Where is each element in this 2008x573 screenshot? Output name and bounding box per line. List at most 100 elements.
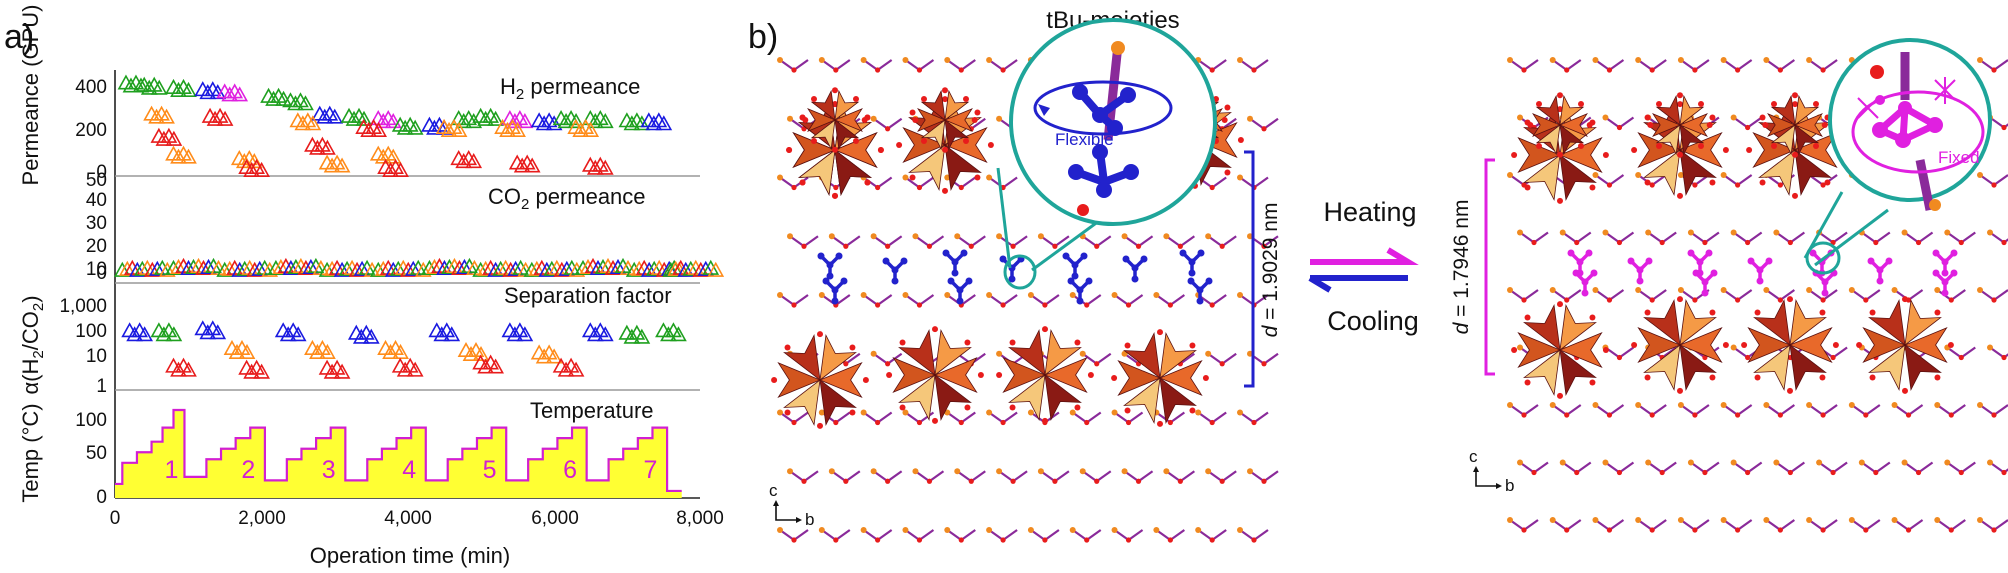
oxygen-atom [1873,469,1879,476]
linker-bond [1169,411,1186,424]
carbon-atom [860,409,867,416]
h2-point [384,148,402,164]
oxygen-atom [1511,347,1518,353]
linker-bond [1907,289,1924,301]
oxygen-atom [1616,354,1623,361]
h2-point [477,110,494,126]
linker-bond [793,529,809,541]
zr-cluster-face [1158,359,1203,397]
oxygen-atom [1787,296,1793,303]
linker-bond [1211,411,1227,424]
oxygen-atom [1125,537,1132,543]
linker-bond [1736,404,1753,416]
linker-bond [928,470,945,483]
zr-cluster-face [1523,154,1561,201]
oxygen-atom [1521,297,1527,303]
oxygen-atom [1777,182,1783,188]
h2-point [199,84,217,100]
linker-bond [1694,519,1710,531]
linker-bond [1169,529,1186,541]
oxygen-atom [1557,106,1563,113]
tbu-atom [891,277,899,285]
tbu-atom [951,269,959,277]
oxygen-atom [1692,182,1698,188]
oxygen-atom [916,537,923,543]
separation-factor-title: Separation factor [504,283,672,308]
oxygen-atom [1042,326,1048,333]
co2-point [436,259,453,275]
svg-text:50: 50 [86,170,107,191]
oxygen-atom [832,101,838,108]
linker-bond [1179,235,1196,248]
h2-point [557,113,575,129]
linker-bond [1002,411,1018,424]
h2-point [323,157,341,173]
oxygen-atom [1659,469,1665,476]
oxygen-atom [1000,67,1006,73]
h2-point [170,81,187,97]
linker-bond [1169,294,1186,306]
oxygen-atom [801,243,807,249]
carbon-atom [1977,57,1983,63]
carbon-atom [1111,527,1118,533]
oxygen-atom [1820,297,1826,303]
carbon-atom [1069,292,1076,298]
tbu-atom [1747,257,1755,265]
linker-bond [803,235,819,248]
h2-point [586,113,604,129]
oxygen-atom [932,417,938,424]
zr-cluster-face [1679,299,1717,346]
co2-point [113,261,131,277]
carbon-atom [912,468,919,475]
linker-bond [1822,519,1838,531]
zr-cluster-face [1758,149,1796,196]
oxygen-atom [1948,412,1954,418]
carbon-atom [1730,114,1737,121]
cycle-label: 2 [241,456,255,484]
h2-point [316,108,334,124]
linker-bond [1566,404,1582,416]
h2-point [243,161,260,177]
carbon-atom [1602,459,1609,466]
oxygen-atom [1557,92,1563,99]
h2-point [406,119,424,135]
h2-point [148,108,165,124]
oxygen-atom [964,404,971,411]
linker-bond [1054,470,1070,483]
linker-bond [1950,519,1966,531]
linker-bond [803,470,819,483]
co2-point [143,261,161,277]
separation-point [557,361,575,377]
tbu-atom [1131,275,1139,283]
svg-text:0: 0 [96,263,107,284]
oxygen-atom [1820,527,1826,533]
linker-bond [1044,294,1060,306]
oxygen-atom [899,339,906,346]
oxygen-atom [916,419,923,426]
carbon-atom [1763,517,1770,523]
co2-point [302,258,320,274]
oxygen-atom [932,326,938,333]
tbu-atom [1932,269,1940,277]
oxygen-atom [977,372,984,378]
co2-point [282,259,300,275]
zr-cluster-face [1868,299,1906,346]
oxygen-atom [833,184,839,191]
oxygen-atom [1251,537,1257,543]
tbu-atom [1196,286,1204,294]
linker-bond [1875,231,1891,244]
linker-bond [1221,235,1237,248]
separation-point [487,358,504,374]
oxygen-atom [791,302,797,308]
oxygen-atom [1709,309,1716,316]
zr-cluster-face [934,329,972,376]
d-spacing-bracket-left: d = 1.9029 nm [1244,150,1282,388]
oxygen-atom [958,419,964,426]
zr-cluster-face [1904,344,1942,391]
oxygen-atom [1087,372,1094,378]
svg-text:100: 100 [75,321,107,342]
oxygen-atom [1770,143,1777,150]
tbu-atom [1756,277,1764,285]
tbu-atom [1581,278,1589,286]
oxygen-atom [791,537,797,543]
